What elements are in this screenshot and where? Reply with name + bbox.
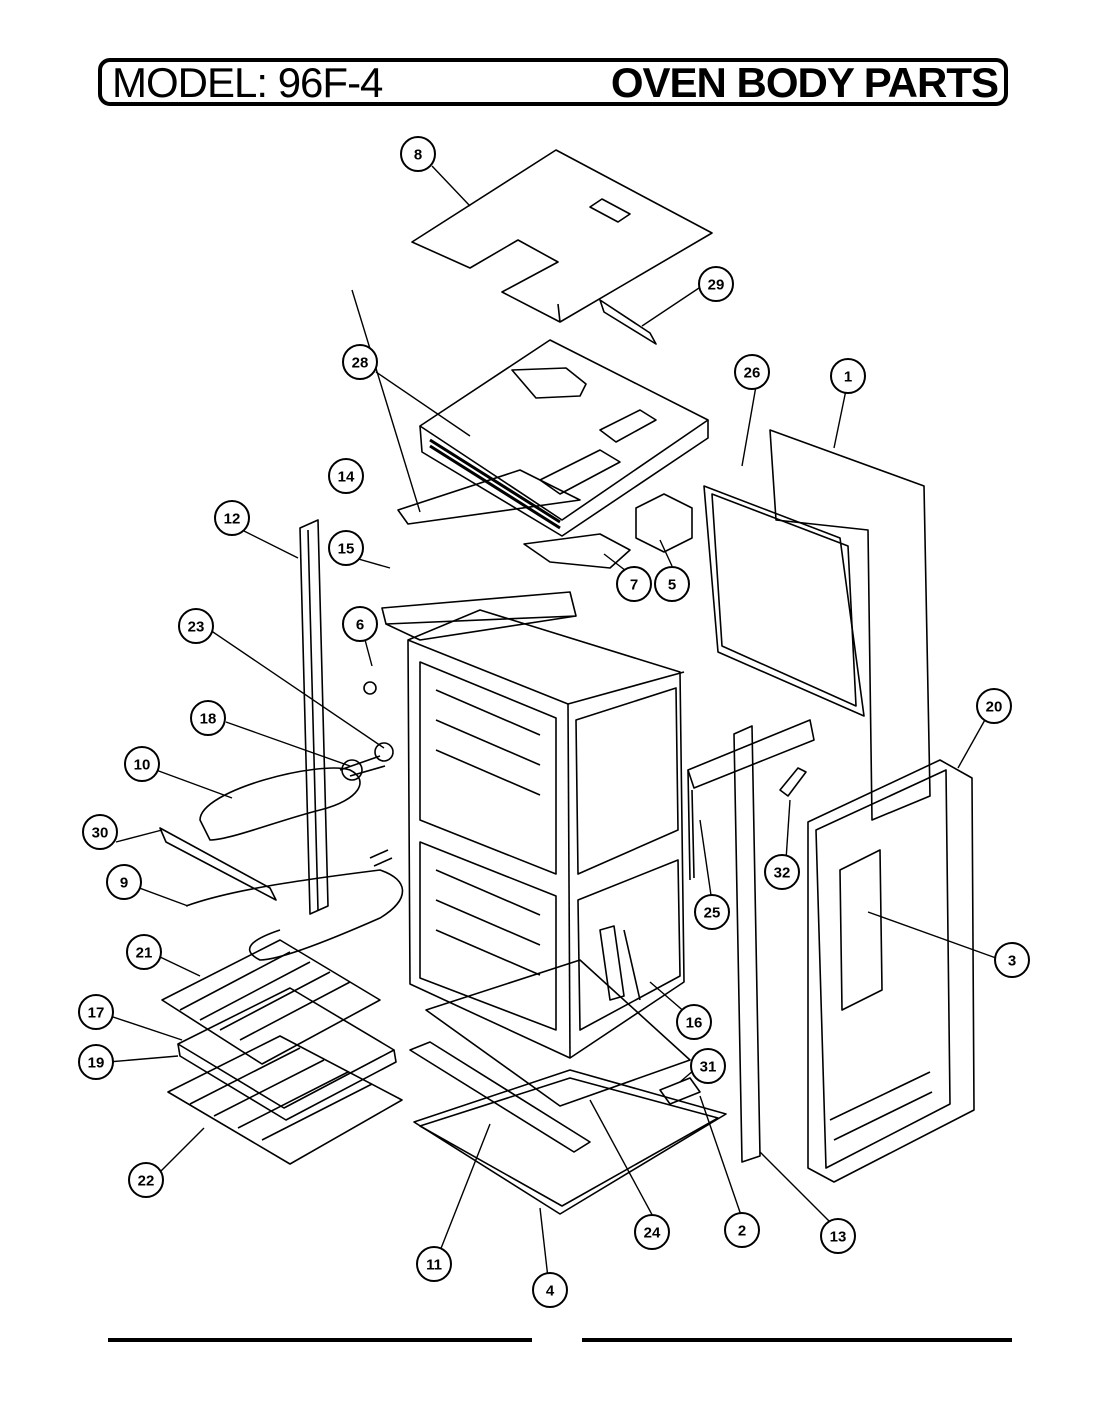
svg-text:4: 4 xyxy=(546,1283,555,1300)
svg-text:11: 11 xyxy=(426,1257,442,1274)
callout-18: 18 xyxy=(190,700,226,736)
part-right-trim xyxy=(733,725,761,1163)
svg-text:26: 26 xyxy=(744,365,761,382)
callout-7: 7 xyxy=(616,566,652,602)
svg-text:5: 5 xyxy=(668,577,676,594)
callout-21: 21 xyxy=(126,934,162,970)
svg-text:28: 28 xyxy=(352,355,369,372)
callout-15: 15 xyxy=(328,530,364,566)
part-outer-side-panel xyxy=(807,759,975,1183)
callout-5: 5 xyxy=(654,566,690,602)
callout-6: 6 xyxy=(342,606,378,642)
callout-group: 1 2 3 4 5 6 7 8 9 10 11 12 13 14 15 16 1… xyxy=(78,136,1030,1308)
callout-3: 3 xyxy=(994,942,1030,978)
svg-text:20: 20 xyxy=(986,699,1003,716)
callout-4: 4 xyxy=(532,1272,568,1308)
footer-rule-left xyxy=(108,1338,532,1342)
part-light-socket xyxy=(341,681,394,781)
svg-text:21: 21 xyxy=(136,945,153,962)
part-broil-element xyxy=(199,755,386,841)
svg-text:22: 22 xyxy=(138,1173,155,1190)
svg-text:19: 19 xyxy=(88,1055,105,1072)
callout-20: 20 xyxy=(976,688,1012,724)
svg-text:32: 32 xyxy=(774,865,791,882)
part-oven-cavity xyxy=(407,609,685,1059)
footer-rule-right xyxy=(582,1338,1012,1342)
callout-29: 29 xyxy=(698,266,734,302)
callout-32: 32 xyxy=(764,854,800,890)
part-side-panel xyxy=(769,429,931,821)
svg-text:29: 29 xyxy=(708,277,725,294)
part-rack-supports xyxy=(599,767,807,1001)
part-oven-rack-lower xyxy=(167,1035,403,1165)
part-left-trim xyxy=(299,519,329,915)
svg-text:16: 16 xyxy=(686,1015,703,1032)
part-bottom-pan xyxy=(425,959,691,1107)
callout-28: 28 xyxy=(342,344,378,380)
svg-text:23: 23 xyxy=(188,619,205,636)
callout-16: 16 xyxy=(676,1004,712,1040)
callout-9: 9 xyxy=(106,864,142,900)
callout-1: 1 xyxy=(830,358,866,394)
part-oven-rack-upper xyxy=(161,939,381,1065)
svg-text:31: 31 xyxy=(700,1059,717,1076)
svg-text:6: 6 xyxy=(356,617,364,634)
svg-text:17: 17 xyxy=(88,1005,105,1022)
callout-30: 30 xyxy=(82,814,118,850)
callout-14: 14 xyxy=(328,458,364,494)
part-top-cover xyxy=(411,149,713,345)
part-oven-bottom xyxy=(413,1069,727,1215)
part-oven-top xyxy=(419,339,709,537)
callout-25: 25 xyxy=(694,894,730,930)
part-broiler-pan xyxy=(177,987,397,1121)
svg-text:30: 30 xyxy=(92,825,109,842)
svg-text:14: 14 xyxy=(338,469,355,486)
callout-11: 11 xyxy=(416,1246,452,1282)
svg-text:12: 12 xyxy=(224,511,241,528)
leader-lines xyxy=(107,165,997,1279)
svg-text:24: 24 xyxy=(644,1225,661,1242)
callout-10: 10 xyxy=(124,746,160,782)
svg-text:9: 9 xyxy=(120,875,128,892)
callout-17: 17 xyxy=(78,994,114,1030)
callout-22: 22 xyxy=(128,1162,164,1198)
part-bottom-trim xyxy=(409,1041,591,1153)
callout-2: 2 xyxy=(724,1212,760,1248)
part-front-frame-strips xyxy=(381,469,693,641)
svg-text:8: 8 xyxy=(414,147,422,164)
svg-text:7: 7 xyxy=(630,577,638,594)
svg-text:2: 2 xyxy=(738,1223,746,1240)
svg-text:25: 25 xyxy=(704,905,721,922)
callout-31: 31 xyxy=(690,1048,726,1084)
title-frame xyxy=(98,58,1008,106)
callout-24: 24 xyxy=(634,1214,670,1250)
part-side-insulation xyxy=(703,485,865,717)
svg-text:13: 13 xyxy=(830,1229,847,1246)
model-title: MODEL: 96F-4 xyxy=(112,59,383,106)
callout-8: 8 xyxy=(400,136,436,172)
part-frame xyxy=(687,719,815,881)
svg-text:15: 15 xyxy=(338,541,355,558)
svg-text:10: 10 xyxy=(134,757,151,774)
callout-23: 23 xyxy=(178,608,214,644)
svg-text:18: 18 xyxy=(200,711,217,728)
callout-26: 26 xyxy=(734,354,770,390)
part-bake-element xyxy=(185,849,404,961)
callout-13: 13 xyxy=(820,1218,856,1254)
svg-text:3: 3 xyxy=(1008,953,1016,970)
svg-text:1: 1 xyxy=(844,369,852,386)
part-element-bracket xyxy=(159,827,277,901)
section-title: OVEN BODY PARTS xyxy=(610,59,999,106)
callout-12: 12 xyxy=(214,500,250,536)
callout-19: 19 xyxy=(78,1044,114,1080)
